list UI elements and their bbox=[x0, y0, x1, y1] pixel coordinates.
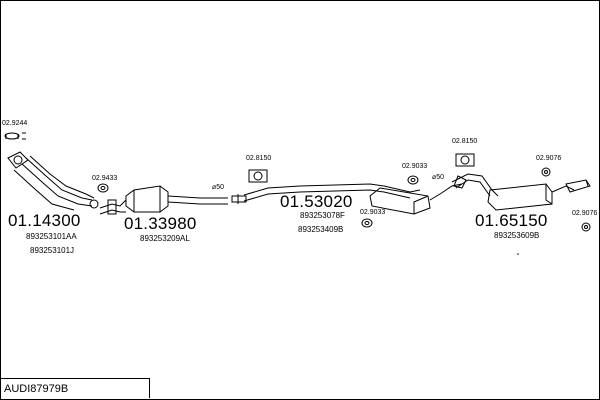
diagram-id: AUDI87979B bbox=[4, 383, 69, 395]
ring-02-9033-a-drawing bbox=[407, 175, 419, 185]
ring-02-9076-b-drawing bbox=[581, 222, 591, 232]
rear-silencer-drawing bbox=[451, 173, 575, 211]
coupling-drawing bbox=[231, 194, 247, 204]
middle-silencer-drawing bbox=[243, 183, 463, 215]
catalytic-converter-drawing bbox=[99, 185, 228, 215]
part-number-1: 01.14300 bbox=[8, 211, 81, 230]
accessory-code-02-9433: 02.9433 bbox=[92, 175, 118, 182]
oe-code-4a: 893253609B bbox=[494, 231, 540, 240]
ring-02-9076-a-drawing bbox=[541, 167, 551, 177]
diagram-id-box: AUDI87979B bbox=[0, 378, 150, 398]
front-pipe-drawing bbox=[7, 151, 99, 211]
oe-code-1b: 893253101J bbox=[30, 246, 75, 255]
ring-02-9033-b-drawing bbox=[361, 218, 373, 228]
tail-pipe-drawing bbox=[565, 179, 591, 193]
gasket-02-9433-drawing bbox=[97, 183, 109, 193]
oe-code-3b: 893253409B bbox=[298, 225, 344, 234]
oe-code-1a: 893253101AA bbox=[26, 232, 77, 241]
diameter-label-2: ⌀50 bbox=[432, 174, 445, 181]
accessory-code-02-9033-b: 02.9033 bbox=[360, 209, 386, 216]
marker-dot bbox=[517, 253, 519, 255]
oe-code-2a: 893253209AL bbox=[140, 234, 190, 243]
accessory-code-02-9076-b: 02.9076 bbox=[572, 210, 598, 217]
oe-code-3a: 893253078F bbox=[300, 211, 345, 220]
clamp-02-9244-drawing bbox=[4, 132, 26, 140]
accessory-code-02-8150-a: 02.8150 bbox=[246, 155, 272, 162]
accessory-code-02-9033-a: 02.9033 bbox=[402, 163, 428, 170]
hanger-02-8150-b-drawing bbox=[455, 153, 475, 167]
diameter-label-1: ⌀50 bbox=[212, 184, 225, 191]
part-number-4: 01.65150 bbox=[475, 211, 548, 230]
part-number-2: 01.33980 bbox=[124, 214, 197, 233]
hanger-02-8150-a-drawing bbox=[248, 169, 268, 183]
accessory-code-02-9244: 02.9244 bbox=[2, 120, 28, 127]
accessory-code-02-9076-a: 02.9076 bbox=[536, 155, 562, 162]
part-number-3: 01.53020 bbox=[280, 192, 353, 211]
accessory-code-02-8150-b: 02.8150 bbox=[452, 138, 478, 145]
